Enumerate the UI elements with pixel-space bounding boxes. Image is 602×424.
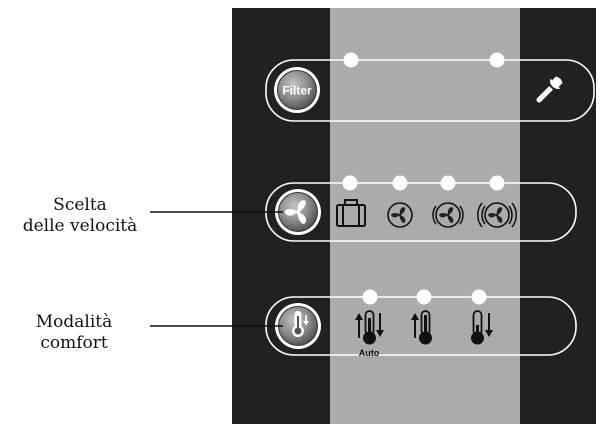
row-outline <box>265 182 577 242</box>
filter-button[interactable]: Filter <box>274 67 320 113</box>
led-indicator <box>489 175 505 191</box>
thermometer-up-icon[interactable] <box>411 310 432 345</box>
led-indicator <box>489 52 505 68</box>
thermometer-down-icon[interactable] <box>471 310 493 345</box>
row-outline <box>265 296 577 356</box>
wrench-icon[interactable] <box>532 74 565 107</box>
led-indicator <box>342 175 358 191</box>
led-indicator <box>362 289 378 305</box>
callout-speed-line2: delle velocità <box>22 216 138 236</box>
led-indicator <box>471 289 487 305</box>
led-indicator <box>416 289 432 305</box>
fan-speed-3-icon[interactable] <box>476 202 518 228</box>
filter-label: Filter <box>282 84 312 98</box>
row-filter: Filter <box>265 52 595 122</box>
callout-comfort-line1: Modalità <box>35 312 113 332</box>
row-outline <box>265 59 595 122</box>
callout-speed-line1: Scelta <box>53 195 107 215</box>
auto-label: Auto <box>359 348 380 358</box>
suitcase-icon[interactable] <box>336 199 366 227</box>
row-comfort: Auto <box>265 289 577 358</box>
callout-comfort: Modalità comfort <box>0 312 148 354</box>
led-indicator <box>343 52 359 68</box>
row-speed <box>265 175 577 242</box>
thermometer-icon[interactable] <box>275 303 321 349</box>
led-indicator <box>440 175 456 191</box>
fan-speed-1-icon[interactable] <box>387 202 413 228</box>
led-indicator <box>392 175 408 191</box>
callout-comfort-line2: comfort <box>40 333 108 353</box>
thermometer-auto-icon[interactable]: Auto <box>355 310 384 358</box>
callout-speed: Scelta delle velocità <box>0 195 160 237</box>
fan-speed-2-icon[interactable] <box>432 202 464 228</box>
